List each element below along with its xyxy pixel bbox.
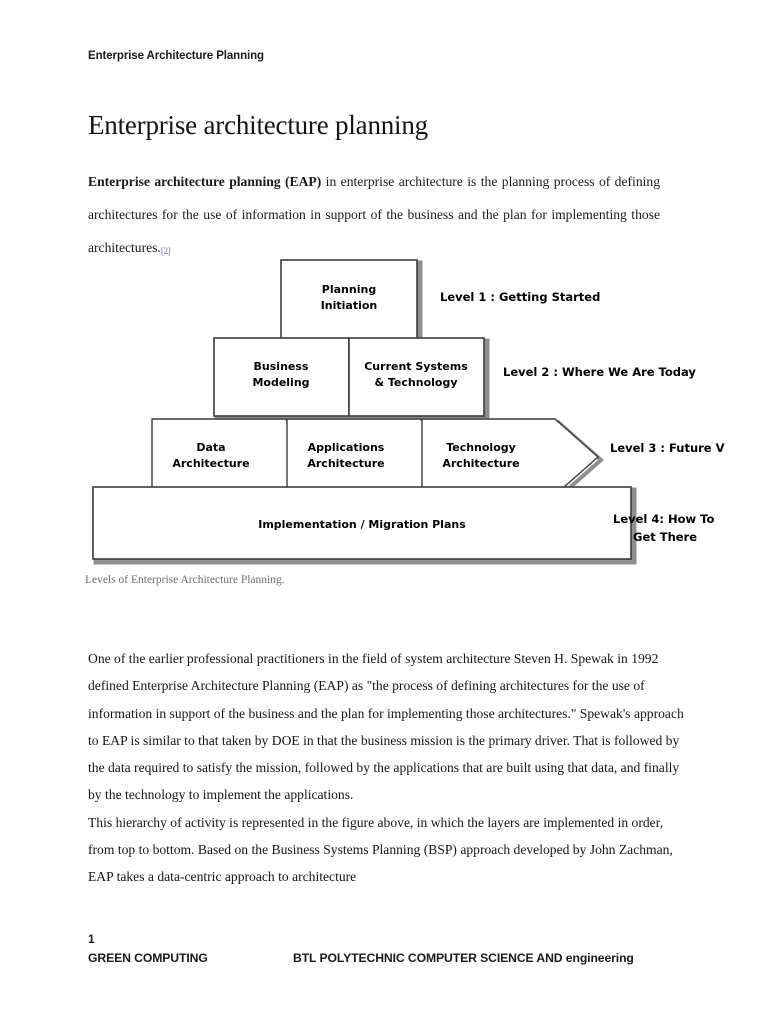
current-systems-label-line2: & Technology [374, 376, 457, 389]
planning-initiation-label-line2: Initiation [321, 299, 378, 312]
body-paragraph-2: This hierarchy of activity is represente… [88, 814, 673, 885]
lead-body-text: in enterprise architecture is the planni… [88, 174, 660, 255]
page-title: Enterprise architecture planning [88, 110, 428, 141]
page-number: 1 [88, 932, 95, 946]
diagram-chevron-technology-architecture: Technology Architecture [421, 418, 605, 500]
diagram-box-current-systems: Current Systems & Technology [348, 337, 490, 422]
footer-row: GREEN COMPUTING BTL POLYTECHNIC COMPUTER… [88, 949, 688, 968]
planning-initiation-label-line1: Planning [322, 283, 376, 296]
diagram-box-implementation-plans: Implementation / Migration Plans [92, 486, 637, 565]
data-architecture-label-line2: Architecture [172, 457, 249, 470]
level-4-label-line2: Get There [633, 530, 697, 544]
business-modeling-label-line1: Business [254, 360, 309, 373]
technology-architecture-label-line2: Architecture [442, 457, 519, 470]
level-2-label: Level 2 : Where We Are Today [503, 365, 696, 379]
level-3-label: Level 3 : Future Vision [610, 441, 725, 455]
business-modeling-label-line2: Modeling [252, 376, 309, 389]
eap-levels-diagram: Planning Initiation Level 1 : Getting St… [85, 255, 725, 565]
implementation-plans-label: Implementation / Migration Plans [258, 518, 466, 531]
applications-architecture-label-line1: Applications [308, 441, 385, 454]
data-architecture-label-line1: Data [196, 441, 225, 454]
diagram-box-planning-initiation: Planning Initiation [280, 259, 423, 346]
body-paragraph-1: One of the earlier professional practiti… [88, 651, 684, 803]
lead-bold-term: Enterprise architecture planning (EAP) [88, 174, 322, 189]
current-systems-label-line1: Current Systems [364, 360, 468, 373]
footer-right-text: BTL POLYTECHNIC COMPUTER SCIENCE AND eng… [293, 951, 634, 965]
citation-reference[interactable]: [2] [160, 246, 171, 256]
footer-left-text: GREEN COMPUTING [88, 951, 208, 965]
applications-architecture-label-line2: Architecture [307, 457, 384, 470]
technology-architecture-label-line1: Technology [446, 441, 516, 454]
diagram-box-business-modeling: Business Modeling [213, 337, 355, 422]
page-footer: 1 GREEN COMPUTING BTL POLYTECHNIC COMPUT… [88, 930, 688, 968]
level-4-label-line1: Level 4: How To [613, 512, 714, 526]
body-content: One of the earlier professional practiti… [88, 645, 688, 891]
level-1-label: Level 1 : Getting Started [440, 290, 600, 304]
figure-caption: Levels of Enterprise Architecture Planni… [85, 574, 285, 586]
running-header: Enterprise Architecture Planning [88, 50, 264, 62]
lead-paragraph: Enterprise architecture planning (EAP) i… [88, 165, 660, 266]
